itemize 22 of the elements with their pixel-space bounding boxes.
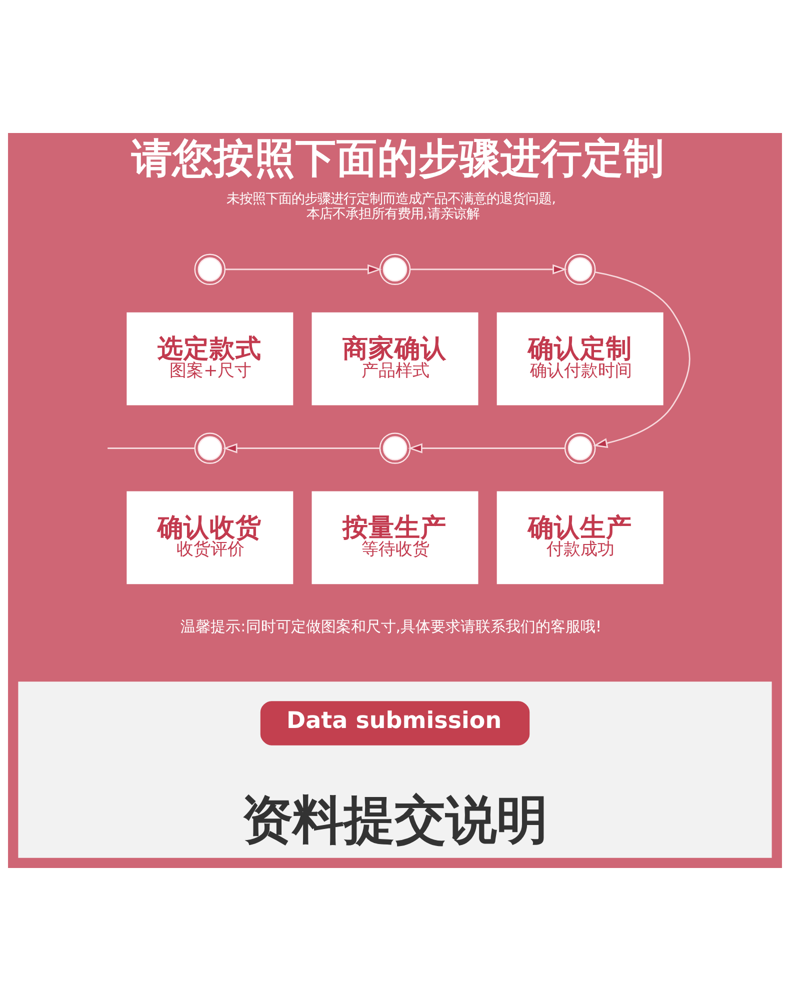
node-circle (379, 253, 411, 285)
label: 温馨提示:同时可定做图案和尺寸,具体要求请联系我们的客服哦! (180, 617, 602, 636)
node-box: 确认生产 付款成功 (496, 490, 664, 584)
node-box: 确认收货 收货评价 (126, 490, 294, 584)
node-box: 确认定制 确认付款时间 (496, 312, 664, 405)
node-box: 按量生产 等待收货 (312, 490, 478, 584)
diagram-title: 请您按照下面的步骤进行定制 (132, 133, 665, 182)
node-circle (379, 432, 411, 464)
node-box: 商家确认 产品样式 (312, 312, 478, 405)
arrow (222, 442, 380, 453)
label: 未按照下面的步骤进行定制而造成产品不满意的退货问题,本店不承担所有费用,请亲谅解 (226, 191, 556, 222)
node-circle (564, 432, 596, 464)
node-circle (194, 432, 226, 464)
node-circle (564, 253, 596, 285)
arrow (408, 442, 565, 453)
connector (108, 447, 195, 448)
node-box: 选定款式 图案+尺寸 (126, 312, 294, 405)
arrow (410, 264, 567, 274)
arrow (593, 270, 690, 448)
arrow (225, 264, 382, 274)
node-circle (194, 253, 226, 285)
node-box: Data submission (260, 700, 530, 745)
